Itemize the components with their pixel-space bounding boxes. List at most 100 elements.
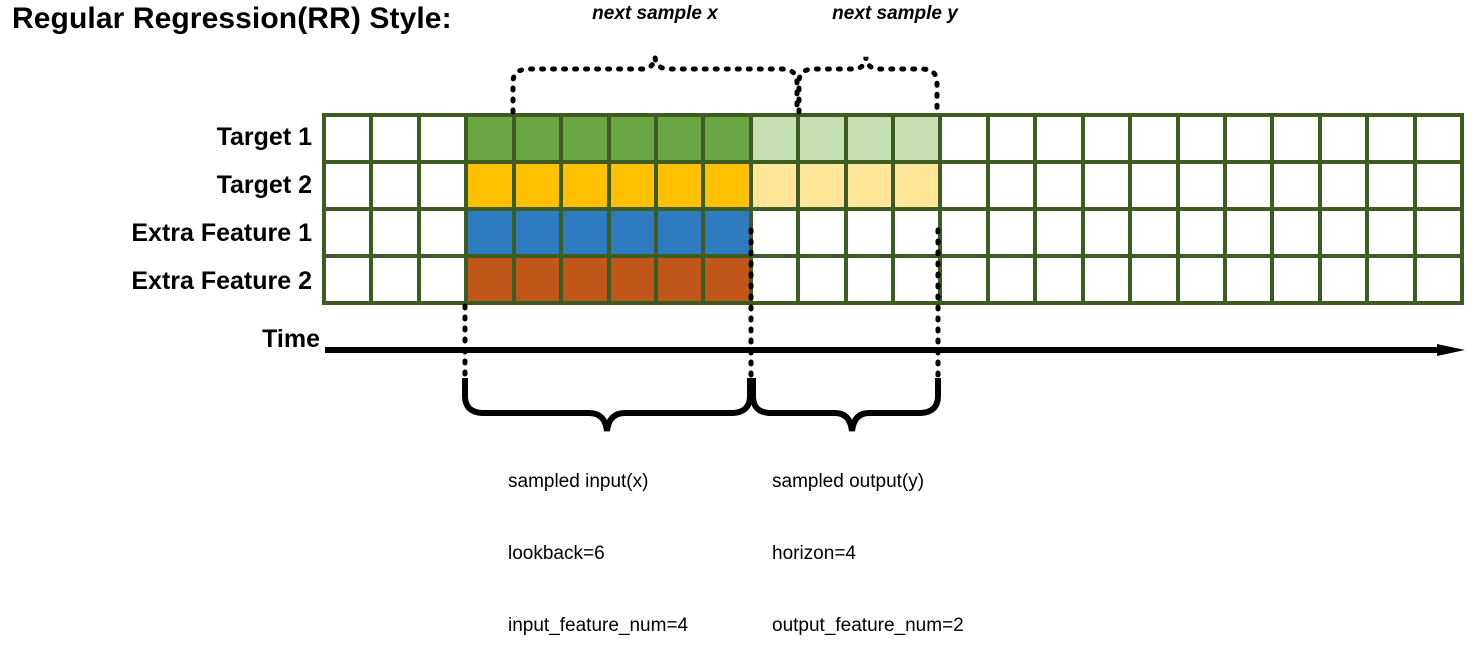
time-axis-arrow [325,344,1465,356]
grid-cell-input-r2-c4 [468,164,512,207]
row-label-target-1: Target 1 [216,123,312,151]
grid-cell-empty-r3-c12 [847,211,891,254]
grid-cell-empty-r2-c22 [1321,164,1366,207]
grid-cell-input-r4-c4 [468,258,512,301]
grid-cell-empty-r4-c20 [1226,258,1271,301]
grid-cell-empty-r1-c3 [420,117,465,160]
grid-cell-empty-r4-c3 [420,258,465,301]
grid-cell-empty-r3-c13 [895,211,939,254]
top-brace-x [510,56,800,115]
grid-cell-empty-r1-c18 [1132,117,1176,160]
grid-cell-input-r4-c6 [563,258,607,301]
grid-cell-empty-r1-c15 [989,117,1034,160]
grid-cell-empty-r3-c3 [420,211,465,254]
grid-cell-output-r2-c12 [847,164,891,207]
grid-cell-empty-r4-c15 [989,258,1034,301]
grid-cell-input-r4-c5 [515,258,560,301]
grid-cell-empty-r1-c2 [373,117,417,160]
grid-cell-input-r2-c5 [515,164,560,207]
grid-cell-input-r2-c8 [657,164,702,207]
grid-cell-input-r1-c8 [657,117,702,160]
page-title: Regular Regression(RR) Style: [12,2,452,35]
grid-cell-input-r3-c6 [563,211,607,254]
grid-cell-output-r1-c11 [800,117,844,160]
grid-cell-empty-r2-c23 [1369,164,1413,207]
grid-cell-empty-r4-c16 [1037,258,1081,301]
grid-cell-empty-r3-c22 [1321,211,1366,254]
grid-cell-empty-r3-c18 [1132,211,1176,254]
grid-cell-empty-r1-c19 [1179,117,1223,160]
grid-cell-empty-r3-c17 [1084,211,1129,254]
grid-cell-empty-r2-c20 [1226,164,1271,207]
row-label-extra-feature-2: Extra Feature 2 [131,267,312,295]
grid-cell-empty-r1-c21 [1274,117,1318,160]
top-brace-y [796,56,940,115]
grid-cell-empty-r4-c12 [847,258,891,301]
timeseries-grid [322,113,1464,305]
grid-cell-input-r4-c8 [657,258,702,301]
grid-cell-input-r1-c6 [563,117,607,160]
grid-cell-output-r2-c13 [895,164,939,207]
grid-cell-empty-r3-c24 [1416,211,1460,254]
grid-cell-empty-r1-c1 [326,117,370,160]
grid-cell-empty-r3-c15 [989,211,1034,254]
grid-cell-output-r1-c12 [847,117,891,160]
grid-cell-empty-r3-c21 [1274,211,1318,254]
grid-cell-input-r3-c5 [515,211,560,254]
grid-cell-empty-r2-c14 [942,164,986,207]
row-label-target-2: Target 2 [216,171,312,199]
grid-cell-empty-r4-c14 [942,258,986,301]
grid-cell-empty-r4-c23 [1369,258,1413,301]
grid-cell-empty-r2-c24 [1416,164,1460,207]
grid-cell-input-r3-c7 [610,211,654,254]
grid-cell-input-r3-c9 [705,211,749,254]
grid-cell-empty-r3-c19 [1179,211,1223,254]
caption-output-line2: horizon=4 [772,543,856,564]
grid-cell-output-r1-c13 [895,117,939,160]
grid-cell-empty-r3-c16 [1037,211,1081,254]
grid-cell-empty-r1-c17 [1084,117,1129,160]
caption-output-line3: output_feature_num=2 [772,615,964,636]
grid-cell-empty-r3-c23 [1369,211,1413,254]
grid-cell-empty-r2-c19 [1179,164,1223,207]
annotation-next-sample-x: next sample x [592,3,718,24]
grid-cell-empty-r1-c24 [1416,117,1460,160]
grid-cell-empty-r2-c16 [1037,164,1081,207]
grid-cell-input-r1-c9 [705,117,749,160]
grid-cell-empty-r4-c11 [800,258,844,301]
annotation-next-sample-y: next sample y [832,3,958,24]
grid-cell-input-r3-c8 [657,211,702,254]
grid-cell-input-r1-c5 [515,117,560,160]
grid-cell-input-r2-c9 [705,164,749,207]
grid-cell-empty-r4-c22 [1321,258,1366,301]
grid-cell-empty-r2-c1 [326,164,370,207]
grid-cell-empty-r3-c1 [326,211,370,254]
grid-cell-empty-r4-c1 [326,258,370,301]
grid-cell-input-r3-c4 [468,211,512,254]
grid-cell-input-r1-c7 [610,117,654,160]
row-label-extra-feature-1: Extra Feature 1 [131,219,312,247]
grid-cell-input-r4-c9 [705,258,749,301]
grid-cell-empty-r1-c20 [1226,117,1271,160]
grid-cell-empty-r3-c2 [373,211,417,254]
grid-cell-empty-r4-c10 [752,258,797,301]
grid-cell-empty-r3-c20 [1226,211,1271,254]
grid-cell-output-r2-c10 [752,164,797,207]
grid-cell-empty-r2-c15 [989,164,1034,207]
caption-input-line3: input_feature_num=4 [508,615,689,636]
grid-cell-output-r2-c11 [800,164,844,207]
time-axis-label: Time [262,325,320,353]
grid-cell-empty-r1-c23 [1369,117,1413,160]
caption-input-line2: lookback=6 [508,543,605,564]
caption-input-line1: sampled input(x) [508,471,649,492]
grid-cell-empty-r2-c21 [1274,164,1318,207]
grid-cell-output-r1-c10 [752,117,797,160]
grid-cell-empty-r4-c21 [1274,258,1318,301]
grid-cell-empty-r2-c3 [420,164,465,207]
grid-cell-empty-r4-c19 [1179,258,1223,301]
grid-cell-input-r2-c7 [610,164,654,207]
grid-cell-input-r4-c7 [610,258,654,301]
grid-cell-empty-r3-c10 [752,211,797,254]
grid-cell-empty-r2-c18 [1132,164,1176,207]
grid-cell-empty-r4-c18 [1132,258,1176,301]
